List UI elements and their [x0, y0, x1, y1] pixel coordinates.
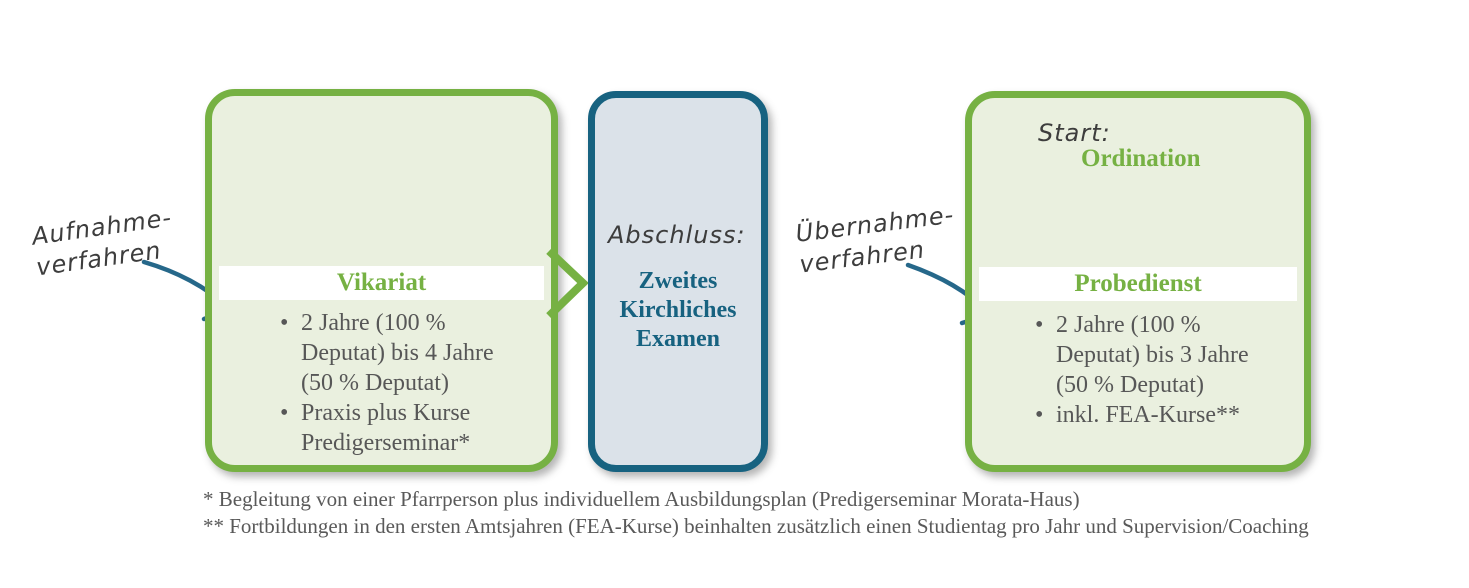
list-item: • Praxis plus Kurse Predigerseminar*	[280, 398, 531, 458]
vikariat-box: Vikariat • 2 Jahre (100 % Deputat) bis 4…	[205, 89, 558, 472]
vikariat-title: Vikariat	[336, 269, 427, 296]
probedienst-bullet-fea: inkl. FEA-Kurse**	[1056, 402, 1240, 428]
footnotes: * Begleitung von einer Pfarrperson plus …	[203, 486, 1309, 540]
probedienst-bullet-list: • 2 Jahre (100 % Deputat) bis 3 Jahre (5…	[1035, 310, 1290, 430]
examen-box: Abschluss: Zweites Kirchliches Examen	[588, 91, 768, 472]
abschluss-label: Abschluss:	[608, 221, 746, 249]
chevron-right-icon	[546, 248, 589, 319]
probedienst-box: Start: Ordination Probedienst • 2 Jahre …	[965, 91, 1311, 472]
list-item: • 2 Jahre (100 % Deputat) bis 4 Jahre (5…	[280, 308, 531, 398]
vikariat-bullet-duration: 2 Jahre (100 % Deputat) bis 4 Jahre (50 …	[301, 310, 494, 396]
list-item: • 2 Jahre (100 % Deputat) bis 3 Jahre (5…	[1035, 310, 1290, 400]
footnote-single-asterisk: * Begleitung von einer Pfarrperson plus …	[203, 487, 1080, 511]
probedienst-bullet-duration: 2 Jahre (100 % Deputat) bis 3 Jahre (50 …	[1056, 312, 1249, 398]
vikariat-title-band: Vikariat	[219, 266, 544, 300]
start-label: Start:	[1038, 119, 1111, 147]
probedienst-title: Probedienst	[1074, 270, 1202, 297]
bullet-icon: •	[1035, 312, 1044, 338]
list-item: • inkl. FEA-Kurse**	[1035, 400, 1290, 430]
vikariat-bullet-praxis: Praxis plus Kurse Predigerseminar*	[301, 400, 471, 456]
footnote-double-asterisk: ** Fortbildungen in den ersten Amtsjahre…	[203, 514, 1309, 538]
bullet-icon: •	[280, 310, 289, 336]
vikariat-bullet-list: • 2 Jahre (100 % Deputat) bis 4 Jahre (5…	[280, 308, 531, 458]
bullet-icon: •	[280, 400, 289, 426]
probedienst-title-band: Probedienst	[979, 267, 1297, 301]
bullet-icon: •	[1035, 402, 1044, 428]
ordination-text: Ordination	[1081, 145, 1201, 172]
examen-title: Zweites Kirchliches Examen	[619, 268, 737, 352]
